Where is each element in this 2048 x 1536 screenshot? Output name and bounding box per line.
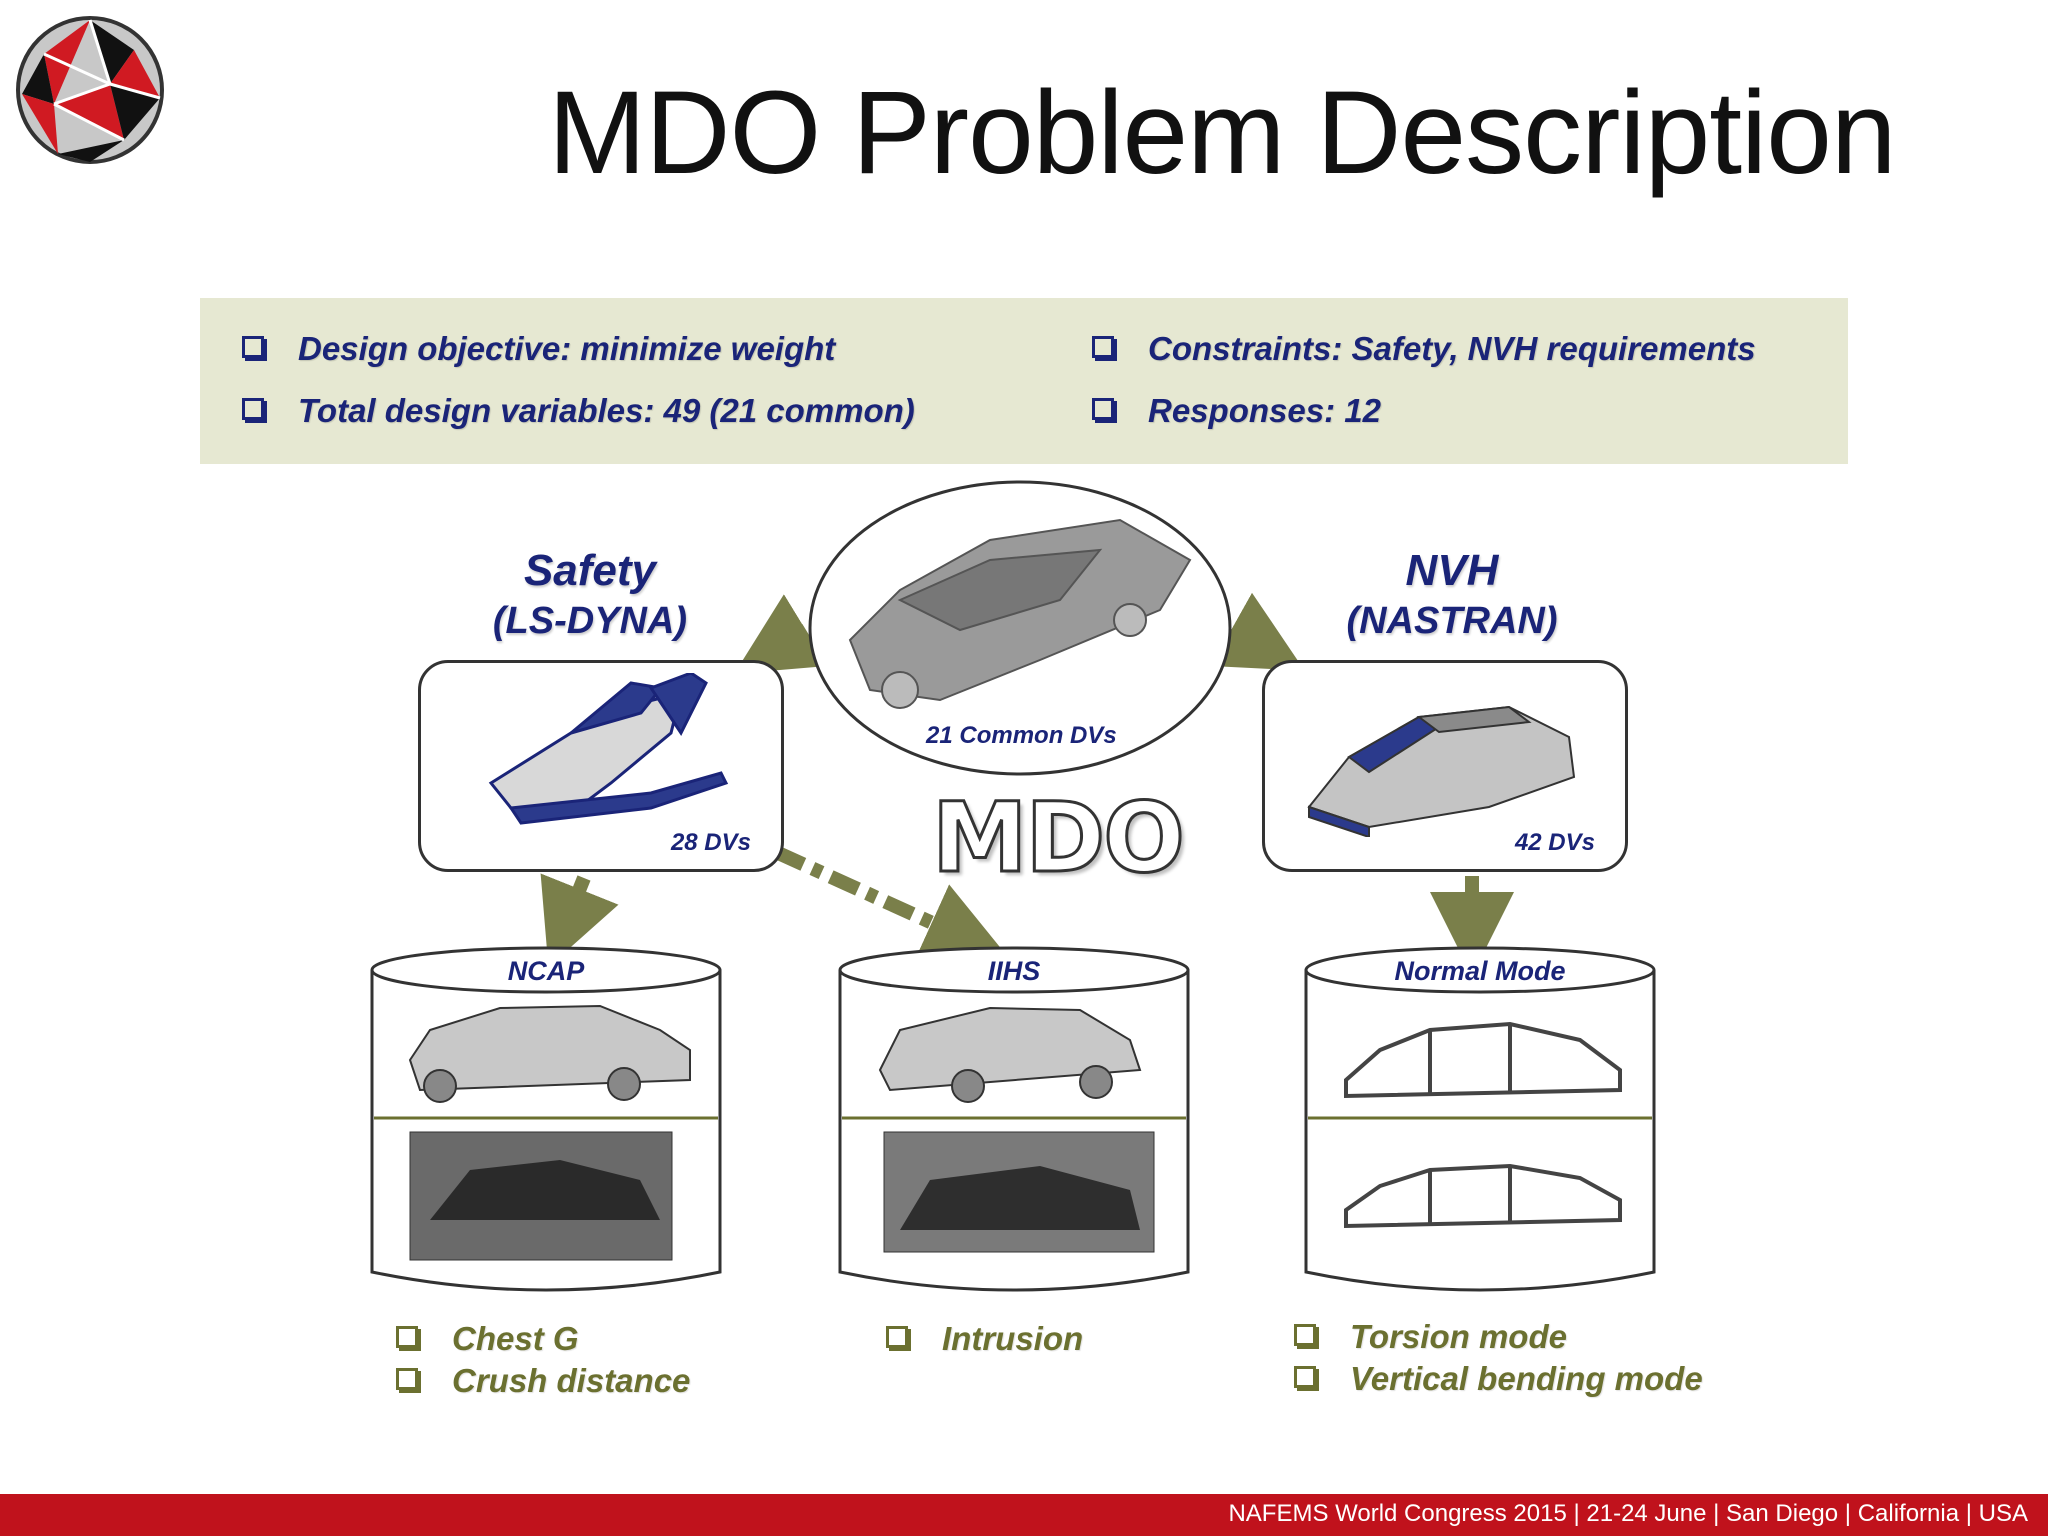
response-item: Crush distance [396, 1362, 690, 1400]
checkbox-icon [886, 1326, 908, 1349]
summary-item: Total design variables: 49 (21 common) [242, 392, 915, 430]
mdo-label: MDO [931, 781, 1187, 896]
summary-text: Responses: 12 [1148, 392, 1381, 429]
footer-text: NAFEMS World Congress 2015 | 21-24 June … [1228, 1500, 2028, 1527]
iihs-crashed-car-illustration [878, 1006, 1142, 1103]
checkbox-icon [1092, 336, 1114, 359]
nvh-body-illustration [1307, 705, 1576, 837]
response-text: Crush distance [452, 1362, 691, 1399]
slide-title: MDO Problem Description [548, 67, 1896, 199]
checkbox-icon [1294, 1366, 1316, 1389]
response-item: Torsion mode [1294, 1318, 1567, 1356]
summary-text: Total design variables: 49 (21 common) [298, 392, 915, 429]
checkbox-icon [1294, 1324, 1316, 1347]
summary-item: Responses: 12 [1092, 392, 1381, 430]
logo-icon [16, 16, 164, 164]
response-text: Intrusion [942, 1320, 1084, 1357]
common-dvs-label: 21 Common DVs [926, 722, 1117, 749]
response-item: Vertical bending mode [1294, 1360, 1703, 1398]
checkbox-icon [242, 398, 264, 421]
checkbox-icon [396, 1368, 418, 1391]
ncap-crashed-car-illustration [408, 1004, 691, 1103]
iihs-label: IIHS [987, 956, 1041, 986]
arrow-to-iihs [773, 845, 1009, 961]
common-car-illustration [848, 518, 1192, 709]
nvh-dvs: 42 DVs [1514, 829, 1595, 856]
nvh-tool: (NASTRAN) [1346, 600, 1558, 642]
safety-tool: (LS-DYNA) [492, 600, 688, 642]
normal-mode-label: Normal Mode [1394, 956, 1566, 986]
checkbox-icon [396, 1326, 418, 1349]
nvh-box: 42 DVs [1262, 660, 1628, 872]
vertical-bending-mode-illustration [1344, 1163, 1622, 1229]
safety-dvs: 28 DVs [670, 829, 751, 856]
response-text: Torsion mode [1350, 1318, 1567, 1355]
checkbox-icon [1092, 398, 1114, 421]
response-text: Vertical bending mode [1350, 1360, 1703, 1397]
arrow-to-safety [734, 594, 828, 674]
summary-text: Constraints: Safety, NVH requirements [1148, 330, 1756, 367]
checkbox-icon [242, 336, 264, 359]
arrow-to-nvh [1210, 592, 1305, 671]
arrow-to-ncap [540, 873, 619, 967]
response-item: Intrusion [886, 1320, 1083, 1358]
nvh-title: NVH [1405, 546, 1499, 595]
response-text: Chest G [452, 1320, 579, 1357]
footer-bar: NAFEMS World Congress 2015 | 21-24 June … [0, 1494, 2048, 1536]
safety-structure-illustration [488, 673, 729, 825]
summary-panel: Design objective: minimize weight Total … [200, 298, 1848, 464]
summary-item: Constraints: Safety, NVH requirements [1092, 330, 1756, 368]
summary-text: Design objective: minimize weight [298, 330, 836, 367]
torsion-mode-illustration [1344, 1021, 1622, 1099]
cylinder-normal-mode [1304, 946, 1656, 1292]
safety-title: Safety [523, 546, 657, 595]
summary-item: Design objective: minimize weight [242, 330, 835, 368]
response-item: Chest G [396, 1320, 579, 1358]
safety-box: 28 DVs [418, 660, 784, 872]
ncap-label: NCAP [507, 956, 585, 986]
